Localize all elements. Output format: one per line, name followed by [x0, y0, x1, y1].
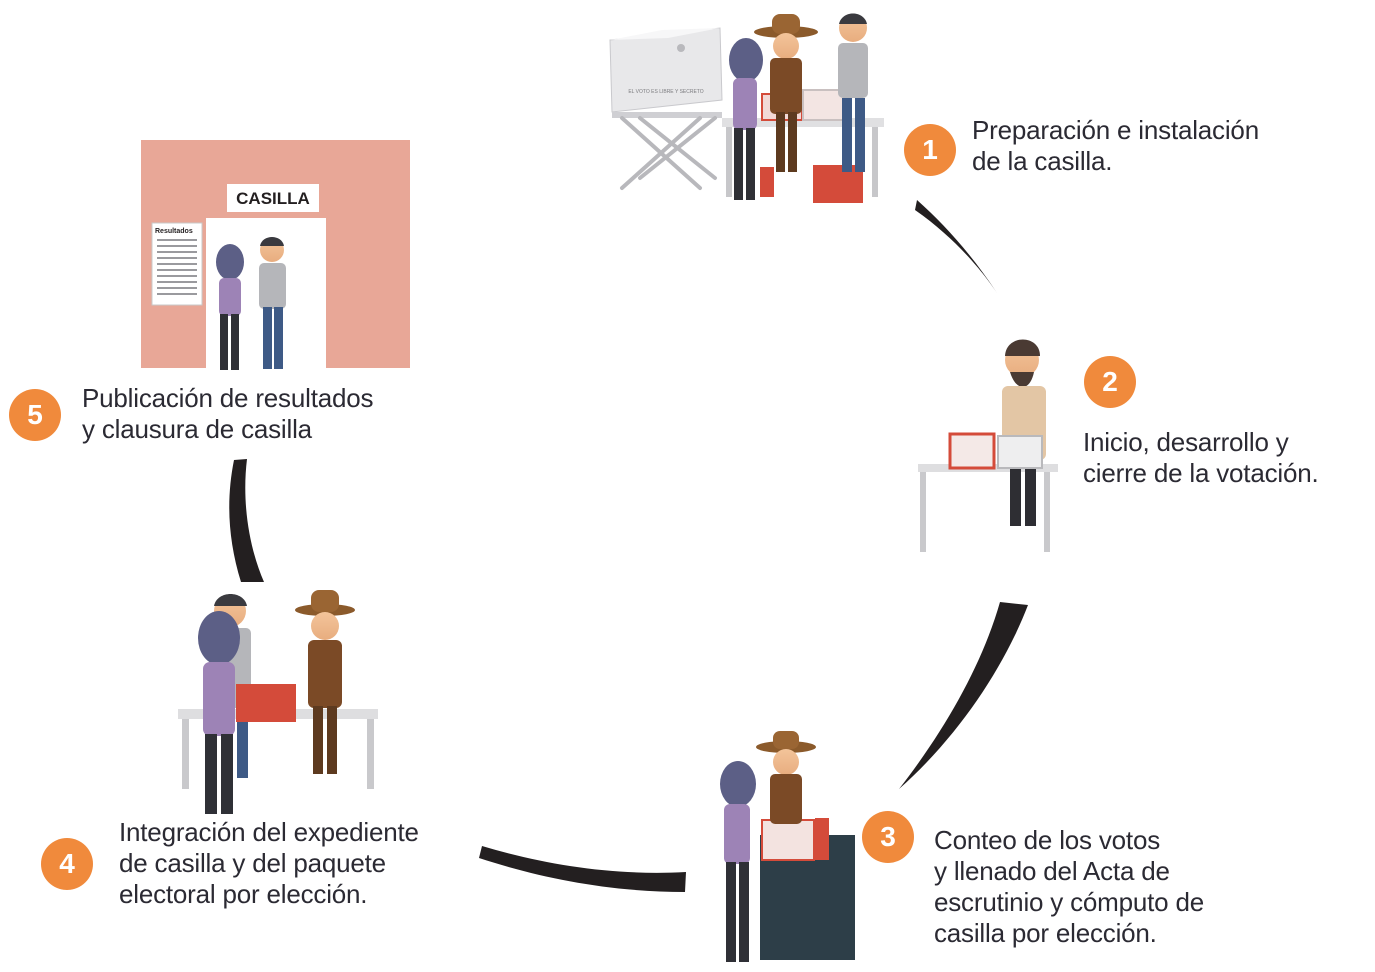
- scene-integration: [178, 590, 378, 814]
- step-2-line-1: Inicio, desarrollo y: [1083, 427, 1289, 457]
- person-woman: [729, 38, 763, 200]
- step-4-line-3: electoral por elección.: [119, 879, 368, 909]
- arrow-3-to-4: [479, 846, 686, 892]
- step-4-line-2: de casilla y del paquete: [119, 848, 386, 878]
- step-1-badge: 1: [904, 124, 956, 176]
- step-4-label: Integración del expediente de casilla y …: [119, 817, 419, 910]
- person-woman: [198, 611, 240, 814]
- step-3-badge: 3: [862, 811, 914, 863]
- person-voter: [1002, 339, 1046, 526]
- person-man-glasses: [838, 13, 868, 172]
- arrow-1-to-2: [915, 200, 997, 293]
- step-1-label: Preparación e instalación de la casilla.: [972, 115, 1259, 177]
- arrow-4-to-5: [229, 459, 264, 582]
- scene-preparation: EL VOTO ES LIBRE Y SECRETO: [609, 13, 884, 203]
- step-1-line-1: Preparación e instalación: [972, 115, 1259, 145]
- step-5-line-1: Publicación de resultados: [82, 383, 374, 413]
- casilla-sign: [227, 184, 319, 212]
- step-3-line-3: escrutinio y cómputo de: [934, 887, 1204, 917]
- person-cowboy: [295, 590, 355, 774]
- step-3-line-2: y llenado del Acta de: [934, 856, 1170, 886]
- person-cowboy: [754, 14, 818, 172]
- step-2-label: Inicio, desarrollo y cierre de la votaci…: [1083, 427, 1319, 489]
- step-4-badge: 4: [41, 838, 93, 890]
- step-1-line-2: de la casilla.: [972, 146, 1113, 176]
- person-cowboy: [756, 731, 816, 824]
- step-4-line-1: Integración del expediente: [119, 817, 419, 847]
- step-3-label: Conteo de los votos y llenado del Acta d…: [934, 825, 1204, 949]
- step-2-line-2: cierre de la votación.: [1083, 458, 1319, 488]
- person-woman: [216, 244, 244, 370]
- scene-publication: CASILLA Resultados: [141, 140, 410, 370]
- step-3-line-1: Conteo de los votos: [934, 825, 1161, 855]
- step-2-badge: 2: [1084, 356, 1136, 408]
- step-5-label: Publicación de resultados y clausura de …: [82, 383, 373, 445]
- step-3-line-4: casilla por elección.: [934, 918, 1157, 948]
- arrow-2-to-3: [899, 602, 1028, 789]
- scene-counting: [720, 731, 855, 962]
- booth-sign: EL VOTO ES LIBRE Y SECRETO: [628, 89, 703, 95]
- person-man-glasses: [259, 237, 286, 369]
- step-5-line-2: y clausura de casilla: [82, 414, 312, 444]
- scene-voting: [918, 339, 1058, 552]
- casilla-sign-text: CASILLA: [236, 189, 310, 208]
- person-woman: [720, 761, 756, 962]
- cycle-arrows: [229, 200, 1028, 892]
- voting-booth: EL VOTO ES LIBRE Y SECRETO: [609, 27, 723, 190]
- step-5-badge: 5: [9, 389, 61, 441]
- results-poster-title: Resultados: [155, 228, 193, 235]
